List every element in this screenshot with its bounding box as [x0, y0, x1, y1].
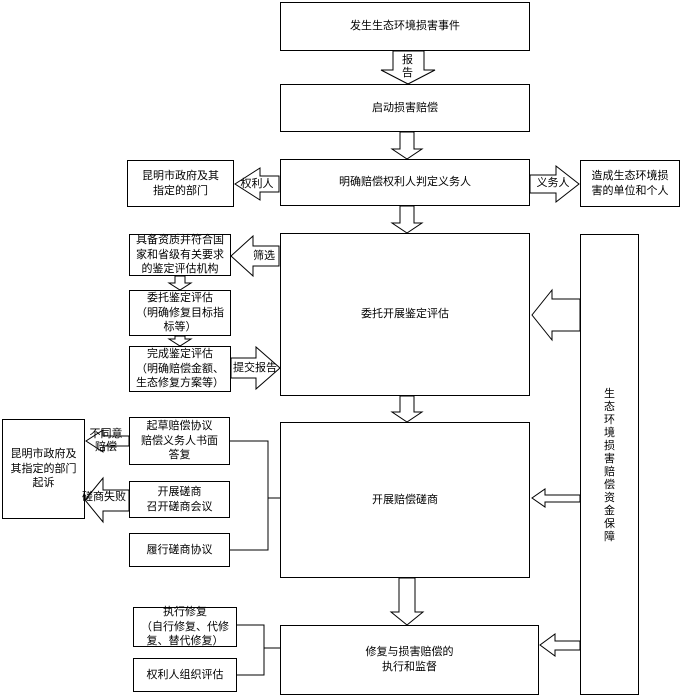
node-fund: 生态环境损害赔偿资金保障: [580, 234, 639, 695]
bracket-repair: [237, 624, 265, 676]
arrow-draft-to-lawsuit: [85, 429, 130, 453]
arrow-agency-to-entrust: [167, 275, 193, 291]
node-start: 启动损害赔偿: [280, 84, 530, 132]
arrow-complete-to-commission: [230, 345, 281, 391]
node-perform-agreement: 履行磋商协议: [129, 533, 230, 567]
node-commission-assess: 委托开展鉴定评估: [280, 233, 530, 396]
node-complete: 完成鉴定评估 （明确赔偿金额、生态修复方案等）: [129, 346, 231, 392]
bracket-negotiation: [230, 440, 269, 551]
label-screen: 筛选: [253, 249, 275, 262]
arrow-commission-to-negotiate: [390, 395, 424, 423]
node-repair-supervise: 修复与损害赔偿的 执行和监督: [280, 625, 539, 695]
arrow-meeting-to-lawsuit: [84, 476, 130, 524]
node-draft-agreement: 起草赔偿协议 赔偿义务人书面答复: [129, 417, 230, 465]
label-obligor: 义务人: [536, 176, 570, 189]
label-report: 报告: [402, 53, 413, 79]
arrow-identify-to-obligor: [529, 164, 580, 204]
arrow-commission-to-agency: [230, 234, 280, 278]
node-exec-repair: 执行修复 （自行修复、代修复、替代修复）: [133, 605, 237, 647]
node-negotiate-meeting: 开展磋商 召开磋商会议: [129, 481, 230, 518]
node-negotiate-main: 开展赔偿磋商: [280, 422, 530, 578]
label-disagree: 不同意 赔偿: [89, 427, 123, 453]
node-obligor-unit: 造成生态环境损害的单位和个人: [580, 160, 680, 207]
node-fund-label: 生态环境损害赔偿资金保障: [604, 386, 615, 543]
arrow-entrust-to-complete: [167, 335, 193, 347]
arrow-fund-to-repair: [539, 633, 581, 657]
arrow-identify-to-commission: [390, 205, 424, 234]
node-lawsuit: 昆明市政府及其指定的部门起诉: [2, 419, 85, 519]
node-qualified-agency: 具备资质并符合国家和省级有关要求的鉴定评估机构: [129, 233, 231, 276]
node-identify: 明确赔偿权利人判定义务人: [280, 159, 530, 206]
arrow-fund-to-commission: [531, 288, 581, 342]
arrow-event-to-start: [380, 50, 436, 85]
arrow-identify-to-kunming: [234, 167, 280, 201]
arrow-fund-to-negotiate: [531, 488, 581, 508]
label-submit-report: 提交报告: [233, 361, 277, 374]
node-rights-eval: 权利人组织评估: [133, 658, 237, 692]
node-event: 发生生态环境损害事件: [280, 2, 530, 51]
arrow-negotiate-to-repair: [389, 577, 425, 626]
label-negotiation-failed: 磋商失败: [82, 490, 126, 503]
node-kunming-dept: 昆明市政府及其指定的部门: [127, 160, 234, 207]
arrow-start-to-identify: [390, 131, 424, 160]
label-rights-holder: 权利人: [240, 177, 274, 190]
node-entrust: 委托鉴定评估 （明确修复目标指标等）: [129, 290, 231, 336]
